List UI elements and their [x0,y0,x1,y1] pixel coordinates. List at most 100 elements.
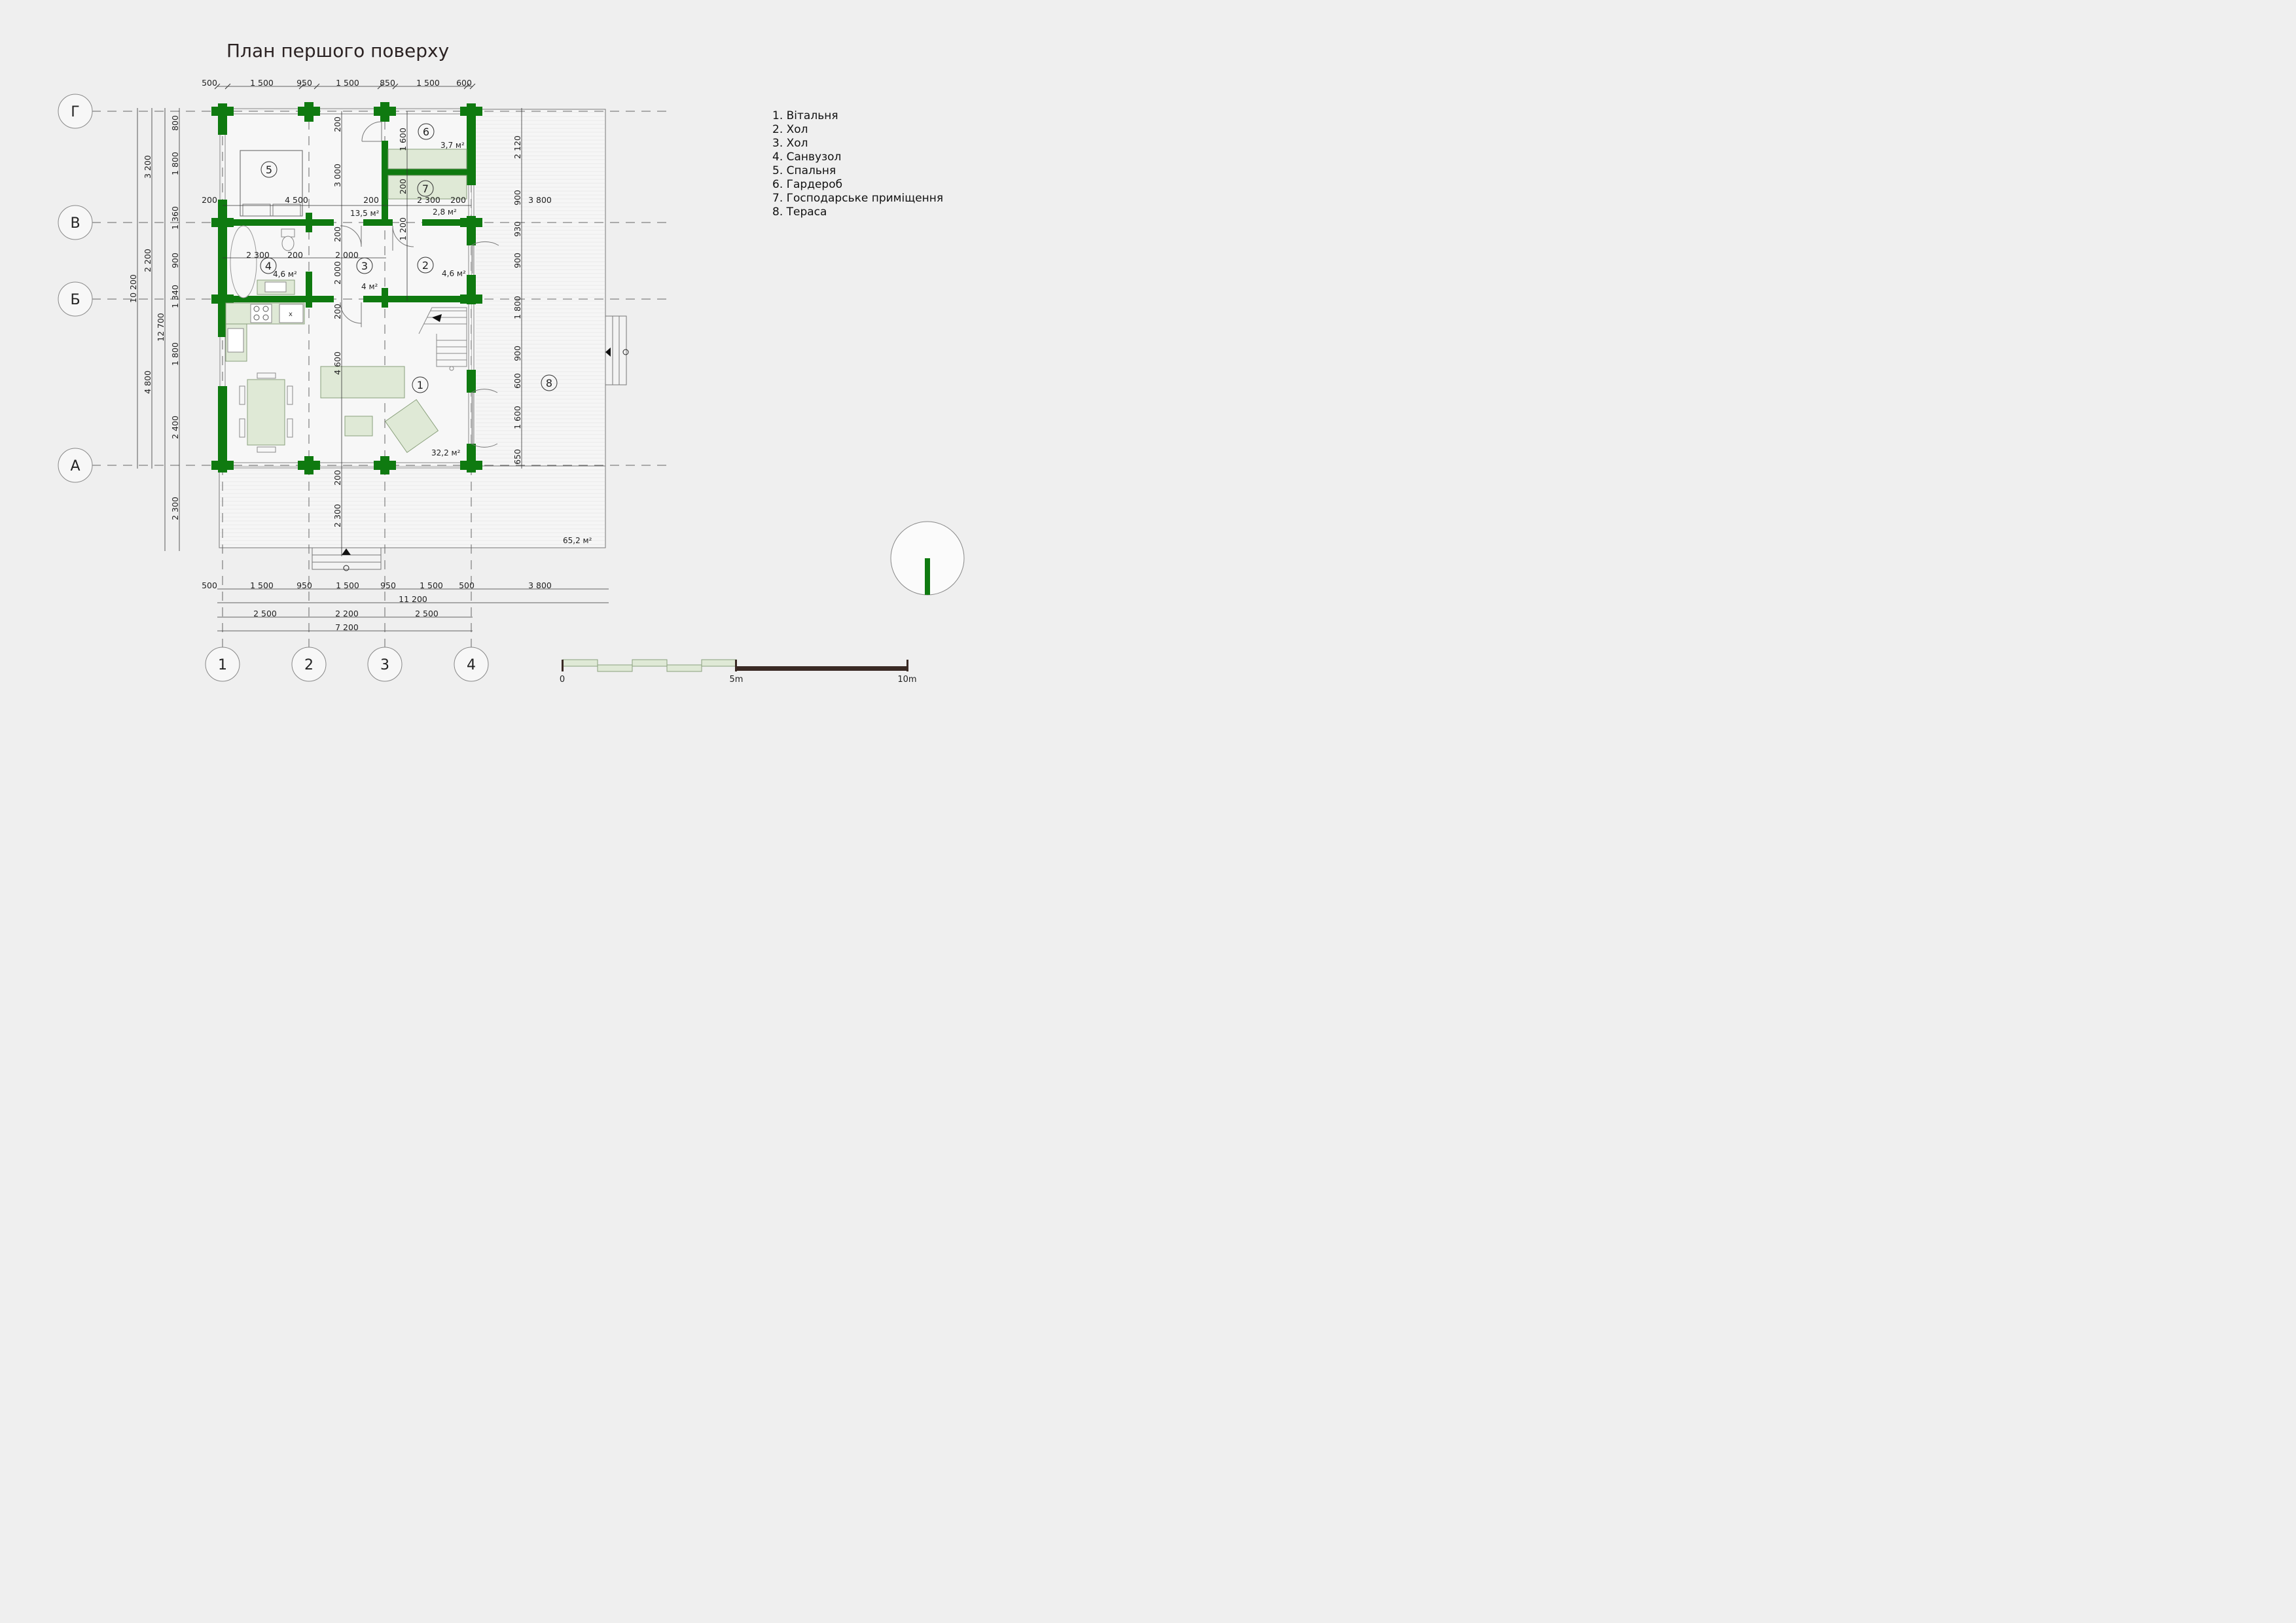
staircase [418,307,467,371]
dimension-label: 1 500 [416,78,440,88]
legend-item: 1. Вітальня [772,109,838,122]
axis-row-label: А [70,458,80,474]
dimension-label: 11 200 [399,594,427,604]
dimension-label: 4 600 [332,351,342,375]
dimension-label: 200 [450,195,466,205]
svg-text:x: x [289,311,293,318]
room-markers: 1 2 3 4 5 6 7 8 [260,123,558,393]
dimension-label: 12 700 [156,313,166,342]
dimension-label: 950 [296,78,312,88]
dimension-label: 1 500 [420,580,443,590]
column-axis-markers: 1 2 3 4 [205,647,489,682]
dining-table [247,379,285,446]
dimension-label: 200 [287,250,303,260]
dimension-label: 3 000 [332,164,342,187]
dimension-label: 1 800 [512,296,522,319]
dimension-label: 1 500 [336,78,359,88]
legend-item: 2. Хол [772,123,808,136]
room-number: 3 [361,260,368,272]
axis-row-label: В [70,215,80,232]
room-number: 6 [423,126,429,138]
dimension-label: 1 500 [336,580,359,590]
room-area: 3,7 м² [440,141,465,150]
room-area: 13,5 м² [350,209,380,218]
legend-item: 8. Тераса [772,205,827,219]
dimension-label: 900 [512,190,522,205]
dimension-label: 2 300 [246,250,270,260]
utility-shelf [387,175,467,200]
dimension-label: 2 200 [335,609,359,618]
dimension-label: 10 200 [128,274,138,303]
dimension-label: 2 000 [332,261,342,285]
dimension-label: 1 800 [170,342,180,366]
axis-col-label: 4 [467,657,476,673]
north-indicator-icon [890,521,965,596]
axis-col-label: 2 [304,657,314,673]
dimension-label: 1 600 [512,406,522,429]
dimension-label: 4 800 [143,370,152,394]
room-areas: 32,2 м² 4,6 м² 4 м² 4,6 м² 13,5 м² 3,7 м… [273,141,592,545]
scale-label: 0 [560,675,565,685]
room-area: 32,2 м² [431,448,461,457]
top-dimension-chain: 500 1 500 950 1 500 850 1 500 600 [202,78,476,90]
dimension-label: 1 500 [250,580,274,590]
walls [211,102,482,474]
scale-bar: 0 5m 10m [560,659,917,685]
dimension-label: 200 [332,116,342,132]
room-area: 2,8 м² [433,207,457,217]
bottom-dimension-chains: 500 1 500 950 1 500 950 1 500 500 3 800 … [202,580,609,632]
dimension-label: 600 [512,373,522,389]
dimension-label: 500 [202,580,217,590]
room-number: 5 [266,164,272,176]
dimension-label: 950 [380,580,396,590]
legend-item: 6. Гардероб [772,178,842,191]
room-number: 4 [265,260,272,272]
dimension-label: 200 [363,195,379,205]
dimension-label: 200 [332,226,342,242]
floor-plan-drawing: План першого поверху [58,40,965,685]
row-axis-markers: Г В Б А [58,94,93,483]
dimension-label: 600 [456,78,472,88]
wardrobe-shelf [387,149,467,169]
legend-item: 5. Спальня [772,164,836,177]
room-number: 8 [546,377,552,389]
dimension-label: 650 [512,449,522,465]
dimension-label: 3 800 [528,195,552,205]
dimension-label: 1 600 [398,128,408,151]
room-area: 65,2 м² [563,536,592,545]
dimension-label: 2 300 [170,497,180,520]
dimension-label: 800 [170,115,180,131]
dimension-label: 200 [202,195,217,205]
left-dimension-chains: 10 200 3 200 2 200 4 800 12 700 800 1 80… [128,108,180,551]
scale-label: 10m [897,675,916,685]
dimension-label: 2 200 [143,249,152,272]
sofa [320,366,405,399]
dimension-label: 200 [332,304,342,319]
dimension-label: 3 200 [143,155,152,179]
room-area: 4 м² [361,282,378,291]
page-title: План першого поверху [226,40,449,62]
axis-row-label: Г [71,104,79,120]
dimension-label: 3 800 [528,580,552,590]
dimension-label: 1 360 [170,206,180,230]
dimension-label: 2 120 [512,135,522,159]
room-number: 1 [417,379,423,391]
room-area: 4,6 м² [273,270,297,279]
dimension-label: 900 [512,346,522,361]
dimension-label: 500 [202,78,217,88]
armchair [384,399,439,454]
bathtub [230,225,257,298]
coffee-table [344,416,373,437]
room-number: 7 [422,183,429,195]
dimension-label: 2 300 [332,504,342,527]
dimension-label: 2 500 [415,609,439,618]
doors [340,121,499,448]
terrace [219,109,629,571]
furniture: x [225,149,467,454]
axis-col-label: 3 [380,657,389,673]
axis-row-label: Б [70,292,80,308]
scale-label: 5m [730,675,744,685]
dimension-label: 950 [296,580,312,590]
dimension-label: 7 200 [335,622,359,632]
interior-dimensions: 200 3 000 200 4 500 200 2 300 200 1 600 … [202,111,471,556]
